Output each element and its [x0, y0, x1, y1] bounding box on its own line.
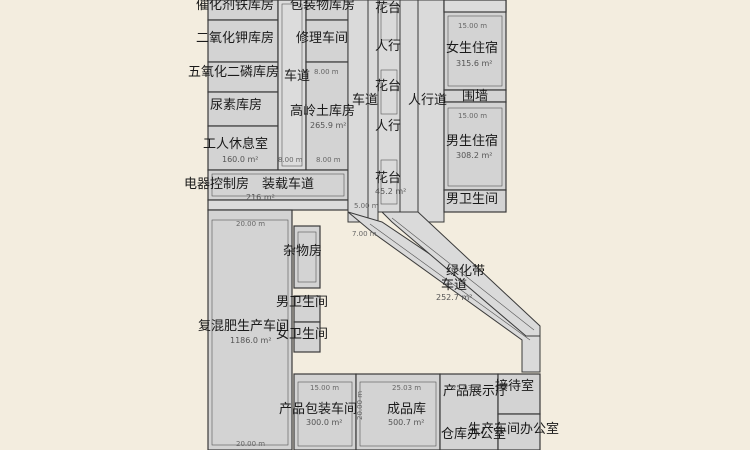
- label-catalyst-store: 催化剂铁库房: [196, 0, 274, 13]
- label-pack-workshop: 产品包装车间: [279, 401, 357, 417]
- dim-boys-dorm: 15.00 m: [458, 112, 487, 120]
- dim-fertilizer-bottom: 20.00 m: [236, 440, 265, 448]
- area-girls-dorm: 315.6 m²: [456, 59, 492, 68]
- label-walkway-2: 人行: [375, 119, 401, 134]
- road-vertical-4: [417, 0, 445, 223]
- room-sundries[interactable]: [293, 225, 321, 289]
- corridor-inner: [277, 0, 307, 171]
- area-flower-small: 45.2 m²: [375, 187, 406, 196]
- room-boys-wc[interactable]: [443, 189, 507, 213]
- label-exhibition: 产品展示厅: [443, 384, 508, 399]
- label-flower-1: 花台: [375, 0, 401, 16]
- label-loading-road: 装载车道: [262, 176, 314, 192]
- area-fertilizer: 1186.0 m²: [230, 336, 272, 345]
- finished-frame: [359, 381, 437, 447]
- area-finished: 500.7 m²: [388, 418, 424, 427]
- dorm-top-strip: [443, 0, 507, 13]
- label-sundries: 杂物房: [283, 243, 322, 259]
- dim-rest-left: 8.00 m: [278, 156, 303, 164]
- fertilizer-frame: [211, 219, 289, 446]
- dim-road-bottom: 5.00 m: [354, 202, 379, 210]
- label-girls-dorm: 女生住宿: [446, 40, 498, 56]
- room-male-wc-2[interactable]: [293, 295, 321, 323]
- room-workshop-office[interactable]: [497, 413, 541, 450]
- room-fertilizer-workshop[interactable]: [207, 209, 293, 450]
- boys-dorm-frame: [447, 107, 503, 187]
- corridor-inner-frame: [281, 3, 303, 167]
- label-potassium-store: 二氧化钾库房: [196, 30, 274, 46]
- label-warehouse-office: 仓库办公室: [441, 426, 506, 442]
- area-electric: 216 m²: [246, 193, 275, 202]
- dim-pack: 15.00 m: [310, 384, 339, 392]
- label-electric-room: 电器控制房: [184, 176, 249, 192]
- road-strip-bottom: [207, 199, 349, 211]
- label-flower-3: 花台: [375, 170, 401, 186]
- label-boys-wc: 男卫生间: [446, 192, 498, 207]
- dim-girls-dorm: 15.00 m: [458, 22, 487, 30]
- dim-fertilizer-top: 20.00 m: [236, 220, 265, 228]
- label-packaging-store: 包装物库房: [290, 0, 355, 13]
- room-girls-dorm[interactable]: [443, 0, 507, 91]
- label-road-1: 车道: [284, 68, 310, 84]
- label-boys-dorm: 男生住宿: [446, 133, 498, 149]
- room-pack-workshop[interactable]: [293, 373, 357, 450]
- label-green-belt: 绿化带: [446, 264, 485, 279]
- label-flower-2: 花台: [375, 78, 401, 94]
- label-repair-shop: 修理车间: [296, 30, 348, 46]
- pack-frame: [297, 381, 353, 447]
- sundries-frame: [297, 231, 317, 283]
- room-repair-shop[interactable]: [305, 19, 349, 63]
- label-walkway-3: 人行道: [408, 93, 447, 108]
- room-female-wc[interactable]: [293, 321, 321, 353]
- diag-line-2: [391, 217, 535, 331]
- label-reception: 接待室: [495, 378, 534, 394]
- label-fertilizer-workshop: 复混肥生产车间: [198, 318, 289, 334]
- flower-bed-3: [380, 159, 398, 205]
- room-urea-store[interactable]: [207, 91, 279, 127]
- flower-bed-2: [380, 69, 398, 115]
- girls-dorm-frame: [447, 15, 503, 87]
- label-rest-room: 工人休息室: [203, 136, 268, 152]
- room-reception[interactable]: [497, 373, 541, 415]
- flower-bed-1: [380, 3, 398, 41]
- label-phosphorus-store: 五氧化二磷库房: [188, 64, 279, 80]
- label-kaolin-store: 高岭土库房: [290, 103, 355, 119]
- area-pack: 300.0 m²: [306, 418, 342, 427]
- label-urea-store: 尿素库房: [210, 97, 262, 113]
- area-road-diag: 252.7 m²: [436, 293, 472, 302]
- room-electric-frame: [211, 173, 345, 197]
- label-male-wc-2: 男卫生间: [276, 295, 328, 310]
- label-road-2: 车道: [352, 92, 378, 108]
- label-female-wc: 女卫生间: [276, 326, 328, 342]
- dim-rest-right: 8.00 m: [316, 156, 341, 164]
- dim-pack-height: 20.00 m: [356, 391, 364, 420]
- label-wall: 围墙: [462, 89, 488, 104]
- green-belt-diagonal: [380, 211, 541, 337]
- room-rest-room[interactable]: [207, 125, 279, 171]
- area-rest-room: 160.0 m²: [222, 155, 258, 164]
- room-finished-store[interactable]: [355, 373, 441, 450]
- dim-exhibition: 25.03 m: [452, 384, 481, 392]
- label-finished-store: 成品库: [387, 401, 426, 417]
- diag-line-1: [369, 223, 531, 341]
- label-road-3: 车道: [441, 277, 467, 293]
- dim-finished: 25.03 m: [392, 384, 421, 392]
- label-walkway-1: 人行: [375, 39, 401, 54]
- label-workshop-office: 生产车间办公室: [468, 421, 559, 437]
- dim-road-diag: 7.00 m: [352, 230, 377, 238]
- area-kaolin: 265.9 m²: [310, 121, 346, 130]
- dim-kaolin: 8.00 m: [314, 68, 339, 76]
- road-diagonal: [347, 211, 541, 373]
- area-boys-dorm: 308.2 m²: [456, 151, 492, 160]
